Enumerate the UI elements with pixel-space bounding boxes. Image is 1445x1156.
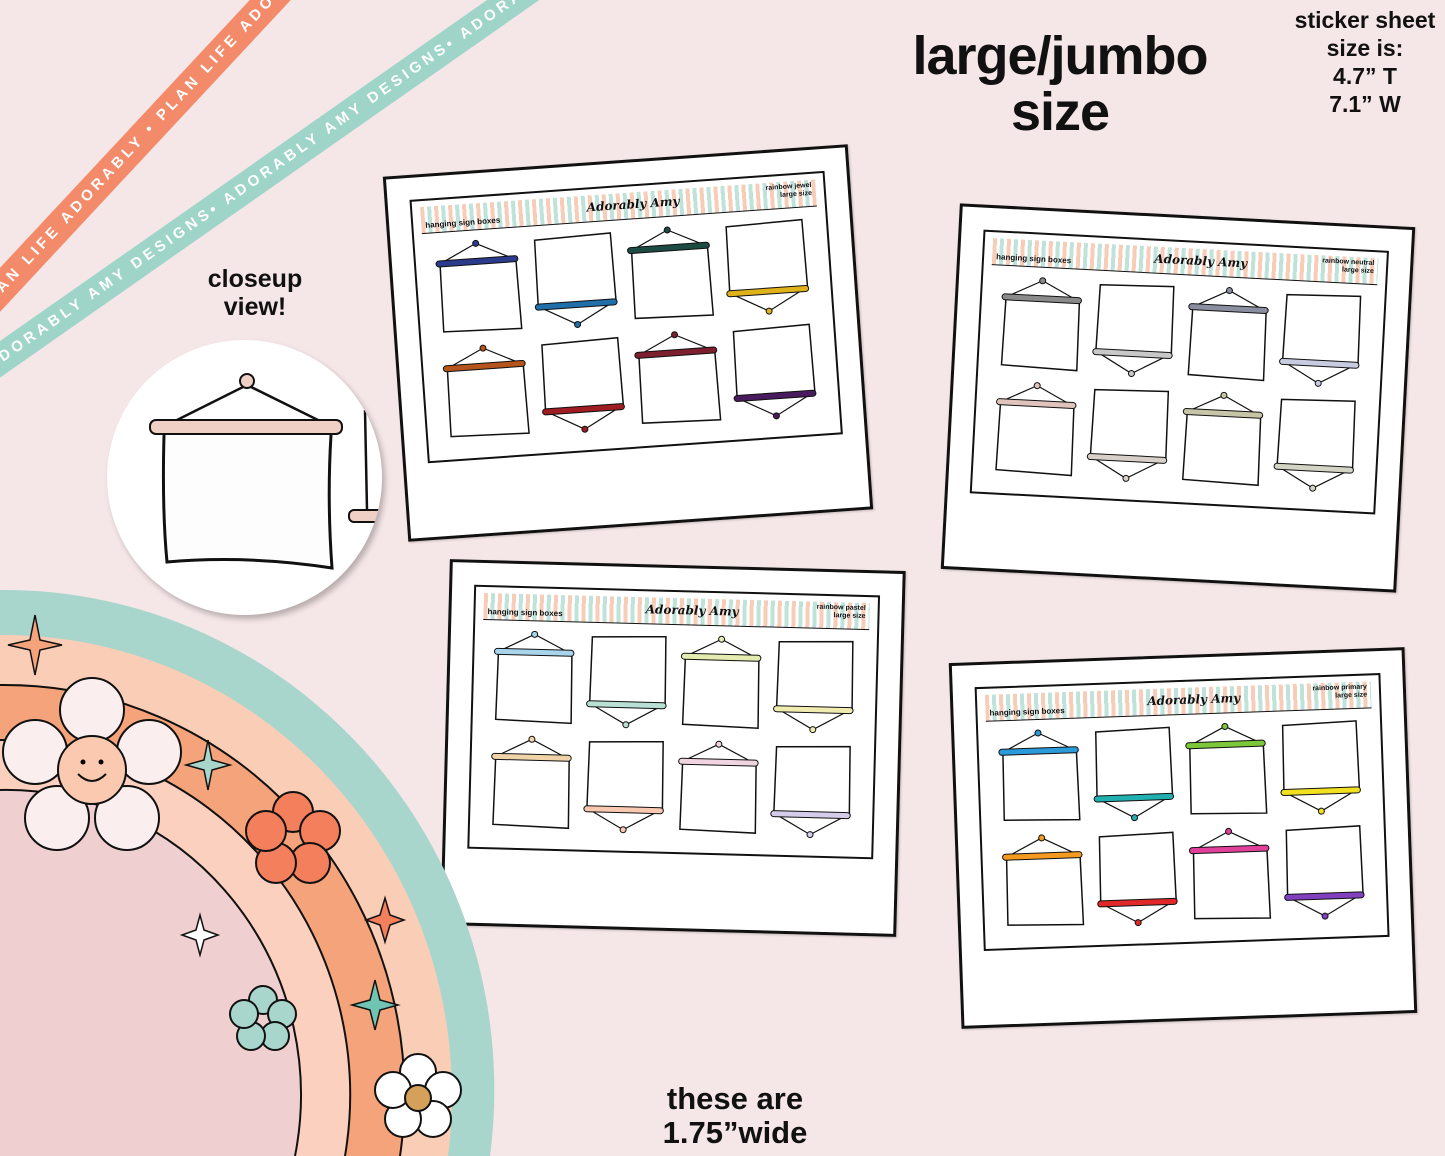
closeup-line2: view! <box>223 293 287 321</box>
hanging-sign-sticker <box>732 323 817 420</box>
sheet-left-label: hanging sign boxes <box>995 252 1072 266</box>
hanging-sign-sticker <box>680 635 762 730</box>
sheet-left-label: hanging sign boxes <box>424 215 501 230</box>
sparkle-icon <box>183 739 233 791</box>
hanging-sign-sticker <box>1181 391 1264 487</box>
hanging-sign-sticker <box>678 740 759 834</box>
hanging-sign-sticker <box>1188 827 1272 920</box>
hanging-sign-sticker <box>1086 388 1170 482</box>
hanging-sign-sticker <box>725 218 810 315</box>
kit-size: large size <box>833 612 866 620</box>
brand-logo: Adorably Amy <box>645 602 739 619</box>
hanging-sign-sticker <box>435 239 523 333</box>
size-line2: size is: <box>1326 35 1404 61</box>
brand-logo: Adorably Amy <box>586 194 680 215</box>
width-note: these are 1.75”wide <box>620 1082 850 1150</box>
headline-line1: large/jumbo <box>912 26 1208 86</box>
headline-line2: size <box>1010 82 1110 142</box>
sign-boxes <box>491 630 854 839</box>
size-line3: 4.7” T <box>1333 63 1397 89</box>
sign-boxes <box>998 720 1365 927</box>
sparkle-icon <box>179 912 221 958</box>
sheet-sticker-area: hanging sign boxes Adorably Amy rainbow … <box>467 584 881 860</box>
hanging-sign-sticker <box>1093 726 1175 822</box>
hanging-sign-sticker <box>1187 287 1269 382</box>
hanging-sign-sticker <box>1185 722 1268 815</box>
sticker-sheet: hanging sign boxes Adorably Amy rainbow … <box>440 559 906 937</box>
sparkle-icon <box>363 895 407 945</box>
rainbow-illustration <box>0 589 495 1156</box>
closeup-sign-illustration <box>149 373 382 570</box>
headline: large/jumbo size <box>880 28 1240 140</box>
width-note-line1: these are <box>666 1081 804 1116</box>
hanging-sign-sticker <box>627 226 715 320</box>
hanging-sign-sticker <box>533 232 618 328</box>
hanging-sign-sticker <box>1097 831 1178 927</box>
sparkle-icon <box>349 979 401 1031</box>
hanging-sign-sticker <box>442 344 530 438</box>
brand-logo: Adorably Amy <box>1154 251 1248 271</box>
size-line1: sticker sheet <box>1294 7 1436 33</box>
hanging-sign-sticker <box>773 640 854 734</box>
hanging-sign-sticker <box>586 636 667 729</box>
sign-boxes <box>435 218 817 438</box>
hanging-sign-sticker <box>770 745 851 839</box>
smiley-flower-icon <box>2 677 182 851</box>
hanging-sign-sticker <box>1092 284 1175 378</box>
sheet-sticker-area: hanging sign boxes Adorably Amy rainbow … <box>969 229 1389 515</box>
hanging-sign-sticker <box>1002 834 1085 926</box>
hanging-sign-sticker <box>1000 277 1082 372</box>
hanging-sign-sticker <box>1273 398 1356 492</box>
sparkle-icon <box>7 614 63 676</box>
sheet-sticker-area: hanging sign boxes Adorably Amy rainbow … <box>409 170 843 464</box>
closeup-line1: closeup <box>207 265 303 293</box>
sticker-sheet: hanging sign boxes Adorably Amy rainbow … <box>948 647 1418 1029</box>
sheet-sticker-area: hanging sign boxes Adorably Amy rainbow … <box>974 673 1390 952</box>
sticker-sheet: hanging sign boxes Adorably Amy rainbow … <box>382 144 874 542</box>
hanging-sign-sticker <box>541 336 625 433</box>
hanging-sign-sticker <box>1280 720 1361 815</box>
hanging-sign-sticker <box>634 331 722 424</box>
width-note-line2: 1.75”wide <box>662 1115 808 1150</box>
hanging-sign-sticker <box>998 729 1081 821</box>
kit-name: rainbow pastel <box>816 603 866 612</box>
kit-size: large size <box>1341 266 1375 276</box>
hanging-sign-sticker <box>491 735 572 830</box>
orange-flower-icon <box>245 791 341 884</box>
hanging-sign-sticker <box>1284 825 1365 920</box>
white-flower-icon <box>374 1053 462 1138</box>
size-line4: 7.1” W <box>1329 91 1401 117</box>
teal-flower-icon <box>229 985 297 1051</box>
sheet-left-label: hanging sign boxes <box>989 706 1065 718</box>
closeup-label: closeup view! <box>175 265 335 321</box>
sign-boxes <box>995 277 1362 492</box>
kit-name: rainbow neutral <box>1322 257 1375 268</box>
hanging-sign-sticker <box>995 382 1077 477</box>
closeup-circle <box>107 340 382 615</box>
hanging-sign-sticker <box>1279 293 1362 387</box>
kit-size: large size <box>1335 691 1368 700</box>
sticker-sheet: hanging sign boxes Adorably Amy rainbow … <box>940 203 1416 593</box>
sheet-size-note: sticker sheet size is: 4.7” T 7.1” W <box>1280 6 1445 118</box>
brand-logo: Adorably Amy <box>1147 690 1241 709</box>
hanging-sign-sticker <box>583 740 664 834</box>
kit-size: large size <box>779 189 813 200</box>
hanging-sign-sticker <box>493 630 575 725</box>
